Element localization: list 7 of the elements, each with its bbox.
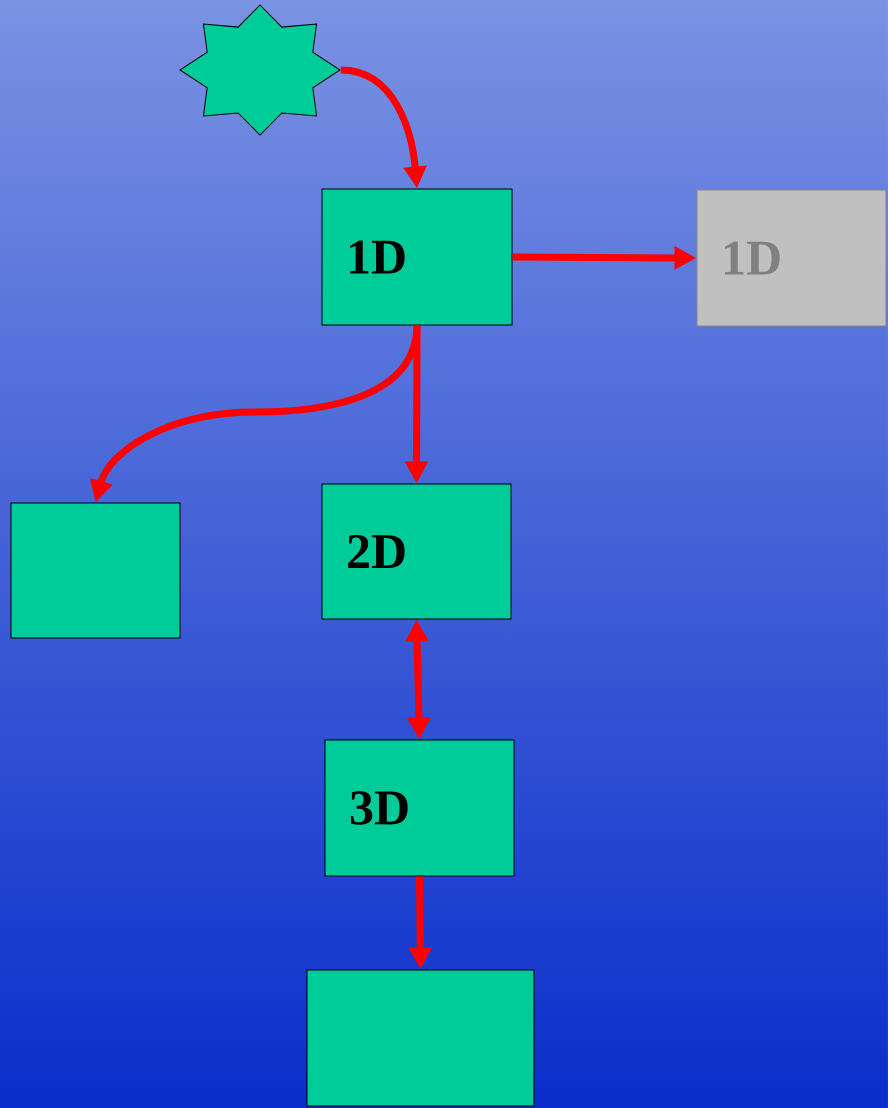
process-box: 2D: [321, 483, 512, 620]
process-box: 1D: [321, 188, 513, 326]
empty-box: [10, 502, 181, 639]
process-box: 3D: [324, 739, 515, 877]
process-box: 1D: [696, 189, 887, 327]
star-shape: [179, 4, 341, 136]
empty-box: [306, 969, 535, 1107]
